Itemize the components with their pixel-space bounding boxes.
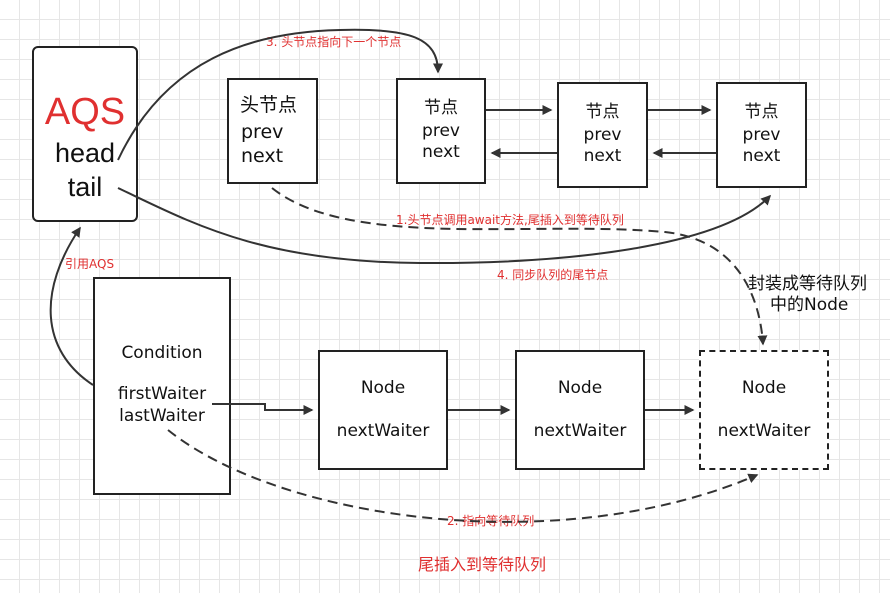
wait-node xyxy=(318,350,448,470)
condition-first-waiter: firstWaiter xyxy=(117,384,207,404)
annotation-ref-aqs: 引用AQS xyxy=(65,257,115,271)
wait-node-field: nextWaiter xyxy=(717,421,811,441)
sync-node xyxy=(716,82,807,188)
arrow-ref-aqs xyxy=(49,226,94,386)
aqs-tail-field: tail xyxy=(67,172,103,202)
wait-node-new xyxy=(699,350,829,470)
annotation-step1: 1.头节点调用await方法,尾插入到等待队列 xyxy=(396,213,624,227)
sync-node-label: 节点 xyxy=(744,102,779,122)
aqs-title: AQS xyxy=(44,91,126,133)
condition-last-waiter: lastWaiter xyxy=(119,406,205,426)
sync-node-prev: prev xyxy=(742,125,781,145)
sync-node-next: next xyxy=(742,146,781,166)
sync-node-label: 节点 xyxy=(424,98,458,118)
wait-node xyxy=(515,350,645,470)
sync-node-prev: prev xyxy=(583,125,622,145)
sync-node-prev: prev xyxy=(422,121,460,141)
sync-node xyxy=(557,82,648,188)
sync-node-next: next xyxy=(583,146,622,166)
sync-node xyxy=(396,78,486,184)
annotation-step3: 3. 头节点指向下一个节点 xyxy=(266,35,402,49)
arrow-step4 xyxy=(117,187,772,265)
sync-head-node-next: next xyxy=(241,145,284,167)
sync-node-next: next xyxy=(422,142,460,162)
sync-head-node-label: 头节点 xyxy=(240,94,298,116)
wait-node-label: Node xyxy=(557,378,603,398)
annotation-step4: 4. 同步队列的尾节点 xyxy=(497,268,609,282)
condition-title: Condition xyxy=(121,343,203,363)
wait-node-field: nextWaiter xyxy=(336,421,430,441)
annotation-wrap-line1: 封装成等待队列 xyxy=(748,274,867,294)
wait-node-label: Node xyxy=(741,378,787,398)
annotation-tail-insert: 尾插入到等待队列 xyxy=(418,555,547,574)
annotation-wrap-line2: 中的Node xyxy=(770,295,849,315)
aqs-head-field: head xyxy=(54,138,116,168)
arrow-step2 xyxy=(167,429,759,523)
arrow-step3 xyxy=(117,28,443,161)
arrow-step1 xyxy=(271,187,768,346)
aqs-box xyxy=(32,46,138,222)
sync-head-node-prev: prev xyxy=(241,121,284,143)
sync-node-label: 节点 xyxy=(585,102,620,122)
condition-box xyxy=(93,277,231,495)
sync-head-node xyxy=(227,78,318,184)
arrow-first-waiter xyxy=(212,403,314,415)
wait-node-field: nextWaiter xyxy=(533,421,627,441)
wait-node-label: Node xyxy=(360,378,406,398)
